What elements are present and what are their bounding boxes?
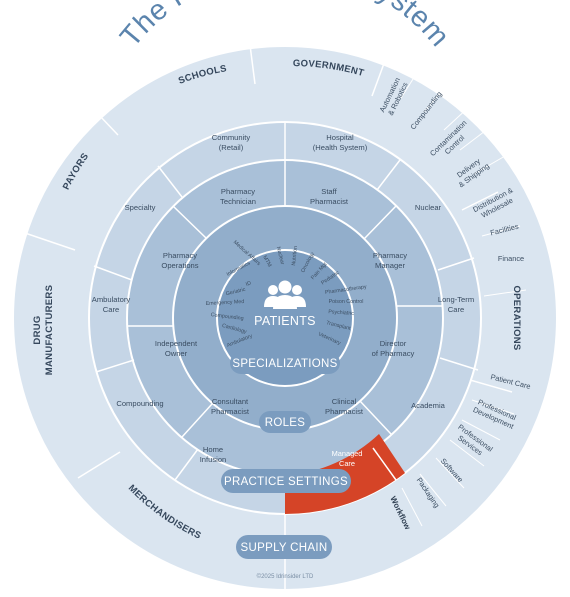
spec-nuclear: Nuclear	[275, 246, 285, 265]
label-operations: OPERATIONS	[511, 285, 522, 350]
svg-text:ROLES: ROLES	[265, 417, 306, 429]
spec-mtm: MTM	[261, 255, 272, 268]
roles-dividers	[127, 160, 443, 438]
label-drug-manufacturers: DRUGMANUFACTURERS	[32, 285, 55, 375]
ops-finance: Finance	[498, 254, 524, 263]
practice-dividers	[93, 122, 479, 481]
spec-transplant: Transplant	[325, 320, 351, 332]
spec-emergency: Emergency Med	[206, 299, 245, 307]
copyright: ©2025 Idrinsider LTD	[257, 573, 314, 580]
practice-items: Community(Retail) Hospital(Health System…	[92, 133, 474, 468]
supply-chain-pill[interactable]: SUPPLY CHAIN	[236, 535, 332, 559]
ps-community: Community(Retail)	[212, 133, 251, 152]
spec-geriatric: Geriatric	[225, 287, 246, 298]
specializations-pill[interactable]: SPECIALIZATIONS	[230, 352, 340, 374]
spec-nutrition: Nutrition	[291, 246, 299, 266]
patients-label: PATIENTS	[254, 314, 316, 328]
ps-hospital: Hospital(Health System)	[313, 133, 368, 152]
spec-compounding: Compounding	[210, 312, 244, 322]
ps-nuclear: Nuclear	[415, 203, 442, 212]
people-icon	[264, 280, 306, 309]
spec-psychiatric: Psychiatric	[328, 309, 354, 317]
roles-pill[interactable]: ROLES	[259, 411, 311, 433]
practice-settings-pill[interactable]: PRACTICE SETTINGS	[221, 469, 351, 493]
ps-academia: Academia	[411, 401, 446, 410]
spec-pharmacotherapy: Pharmacotherapy	[325, 284, 368, 296]
spec-poison-control: Poison Control	[329, 299, 364, 305]
ps-specialty: Specialty	[125, 203, 156, 212]
svg-text:PRACTICE SETTINGS: PRACTICE SETTINGS	[224, 476, 348, 488]
ps-compounding: Compounding	[116, 399, 163, 408]
svg-text:SPECIALIZATIONS: SPECIALIZATIONS	[232, 358, 337, 370]
svg-text:SUPPLY CHAIN: SUPPLY CHAIN	[241, 542, 328, 554]
operations-dividers	[400, 67, 527, 527]
spec-id: ID	[245, 280, 252, 288]
